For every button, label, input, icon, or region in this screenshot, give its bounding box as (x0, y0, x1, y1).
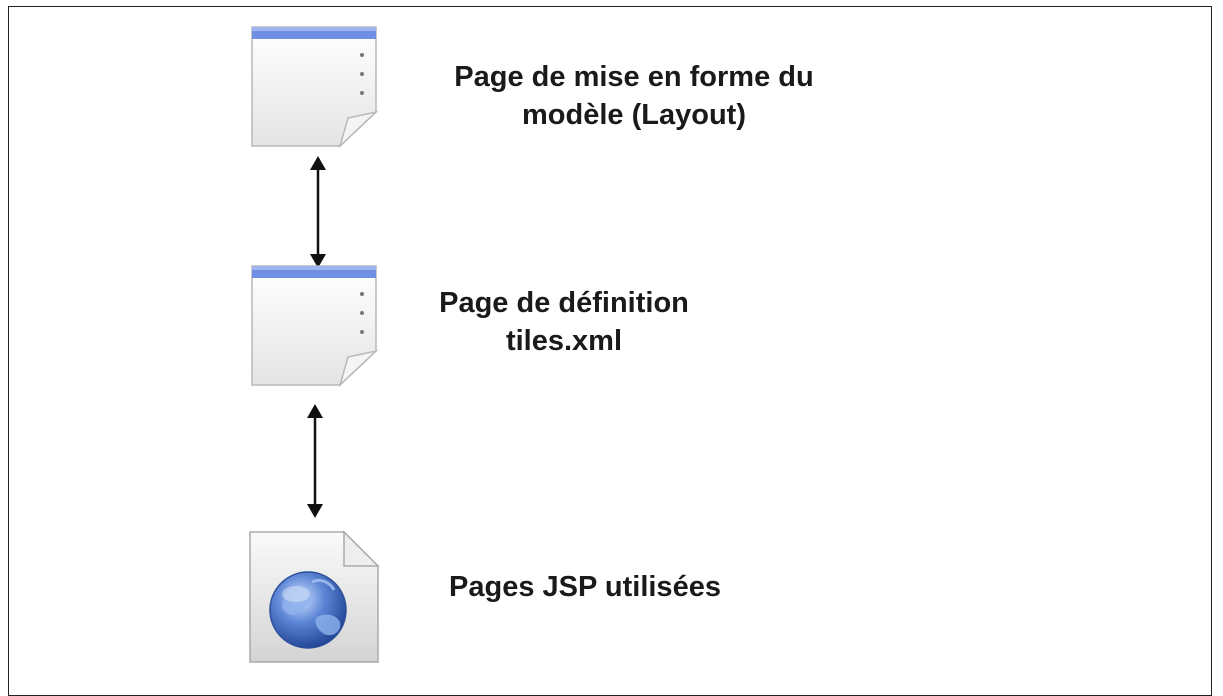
bidirectional-arrow-1 (310, 156, 326, 268)
jsp-pages-label: Pages JSP utilisées (449, 571, 721, 603)
jsp-web-document-icon (249, 530, 380, 663)
bidirectional-arrow-2 (307, 404, 323, 518)
definition-page-label: Page de définition tiles.xml (439, 287, 689, 357)
definition-document-icon (251, 265, 379, 388)
layout-document-icon (251, 26, 379, 149)
layout-page-label: Page de mise en forme du modèle (Layout) (454, 61, 814, 131)
